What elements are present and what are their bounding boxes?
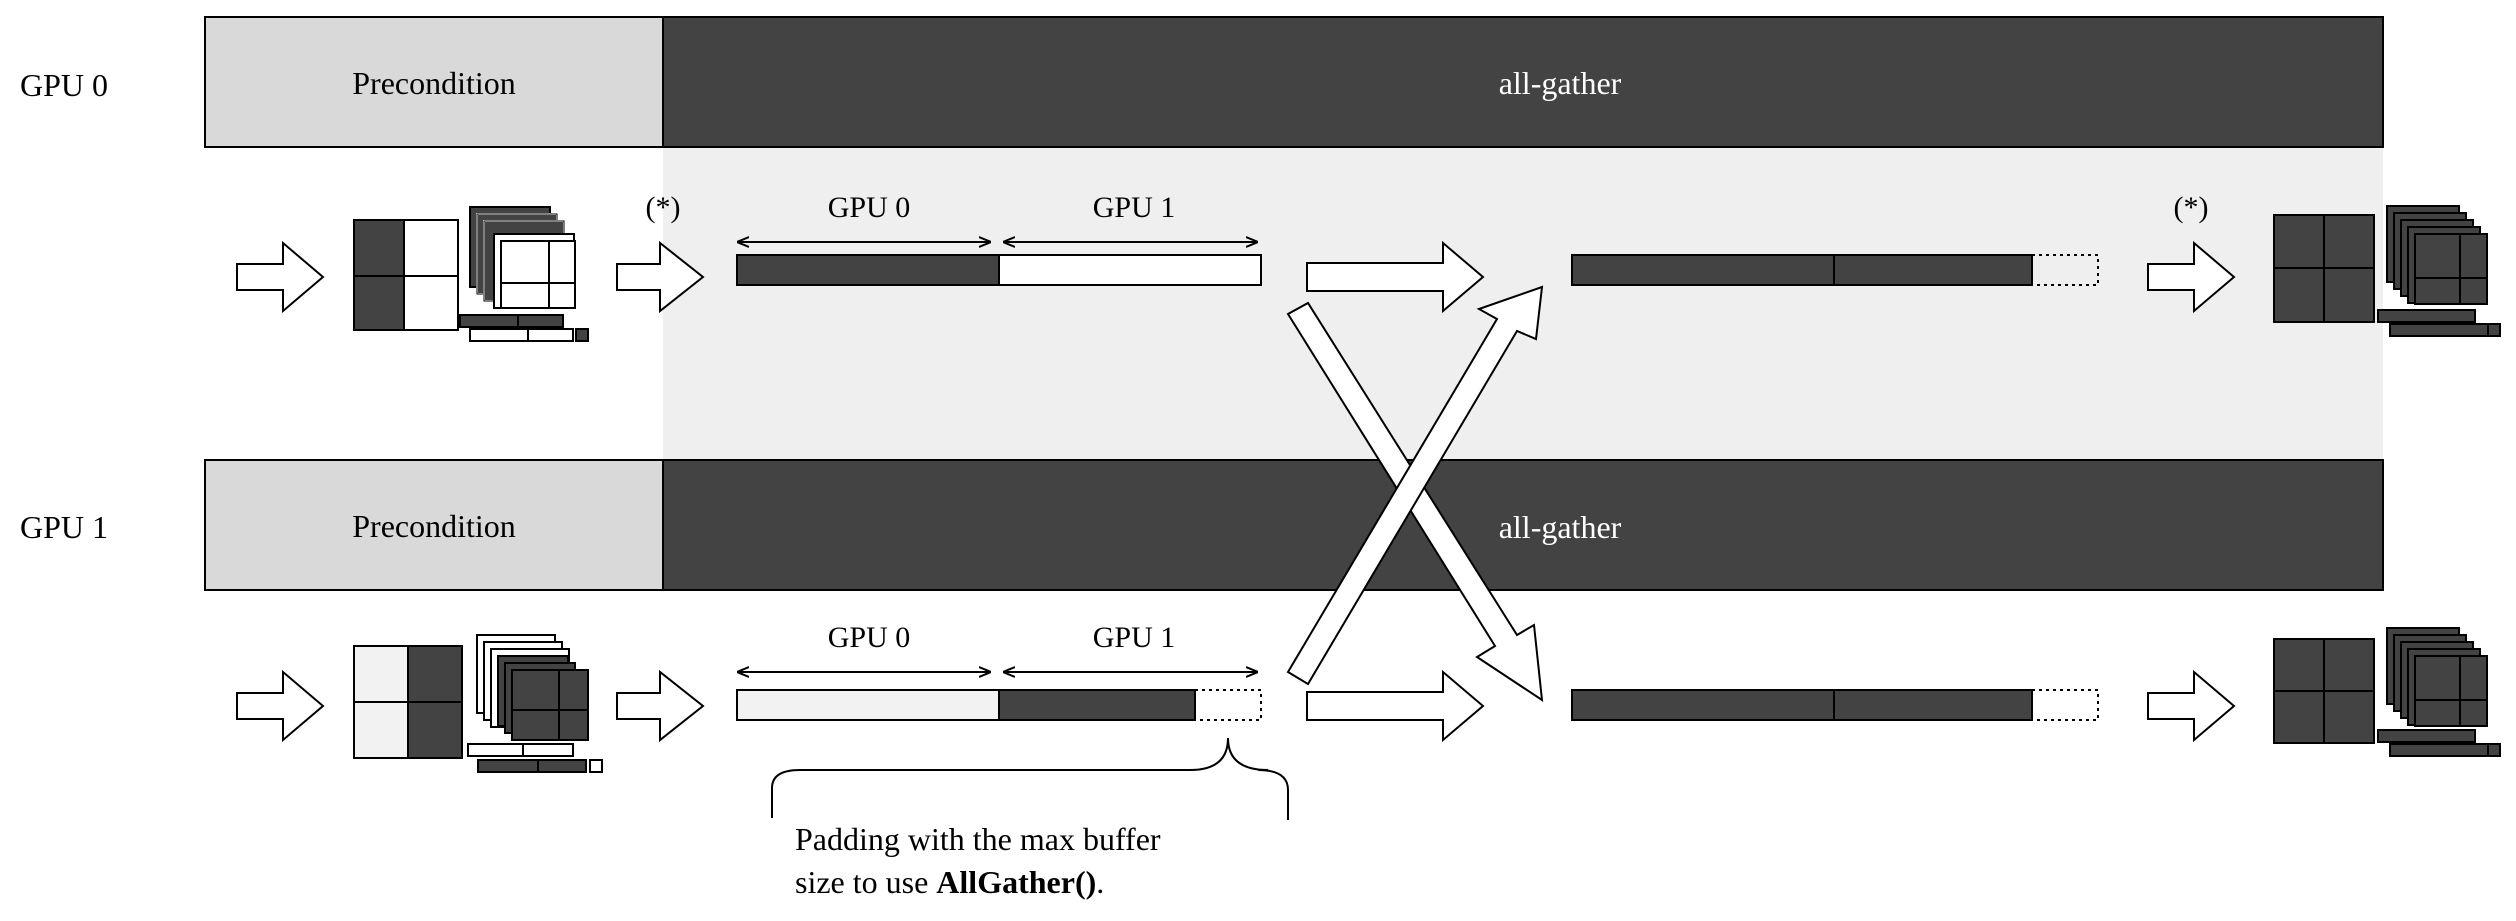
gpu0-straight-arrow: [1306, 240, 1485, 314]
gpu0-recv-seg0: [1571, 254, 1835, 286]
padding-note-line1: Padding with the max buffer: [795, 821, 1161, 857]
gpu1-output-matrix: [2273, 638, 2375, 744]
gpu1-recv-padding: [2031, 689, 2099, 721]
gpu1-seg1-label: GPU 1: [1093, 621, 1176, 654]
gpu0-output-matrix: [2273, 214, 2375, 323]
gpu0-output-matrix-stack: [2386, 205, 2488, 305]
gpu1-buffer-seg0: [736, 689, 1000, 721]
gpu0-precondition-label: Precondition: [352, 65, 516, 101]
gpu1-output-arrow: [2147, 669, 2236, 743]
padding-brace: [771, 737, 1289, 820]
gpu0-pre-buffer-arrow: [616, 240, 705, 314]
gpu0-star-after: (*): [2174, 191, 2209, 224]
gpu1-buffer-seg1: [998, 689, 1196, 721]
gpu0-recv-seg1: [1833, 254, 2033, 286]
gpu0-allgather-label: all-gather: [1499, 65, 1622, 101]
gpu0-seg0-label: GPU 0: [828, 191, 911, 224]
gpu1-vector-stack: [467, 743, 603, 773]
gpu1-output-vector-stack: [2377, 729, 2501, 757]
gpu0-matrix-stack: [469, 206, 576, 309]
gpu0-allgather-phase: [662, 16, 2384, 148]
gpu1-recv-seg1: [1833, 689, 2033, 721]
gpu0-label: GPU 0: [20, 67, 108, 103]
gpu0-matrix-group: [353, 219, 459, 331]
gpu0-recv-padding: [2031, 254, 2099, 286]
padding-note-suffix: .: [1096, 864, 1104, 900]
gpu1-precondition-phase: [204, 459, 664, 591]
gpu0-buffer-seg1: [998, 254, 1262, 286]
gpu1-label: GPU 1: [20, 509, 108, 545]
cross-arrow-gpu1-to-gpu0: [1286, 285, 1544, 686]
gpu1-matrix-stack: [476, 634, 589, 741]
gpu1-input-arrow: [236, 669, 325, 743]
gpu1-pre-buffer-arrow: [616, 669, 705, 743]
gpu0-input-arrow: [236, 240, 325, 314]
gpu1-matrix-group: [353, 645, 463, 759]
gpu1-recv-seg0: [1571, 689, 1835, 721]
gpu0-seg1-label: GPU 1: [1093, 191, 1176, 224]
gpu1-allgather-label: all-gather: [1499, 509, 1622, 545]
gpu0-vector-stack: [459, 314, 589, 342]
gpu0-star-before: (*): [646, 191, 681, 224]
gpu0-buffer-seg0: [736, 254, 1000, 286]
gpu0-precondition-phase: [204, 16, 664, 148]
padding-note-line2: size to use AllGather().: [795, 864, 1104, 900]
gpu1-buffer-padding: [1194, 689, 1262, 721]
gpu0-output-arrow: [2147, 240, 2236, 314]
gpu0-output-vector-stack: [2377, 309, 2501, 337]
padding-note-prefix: size to use: [795, 864, 936, 900]
gpu1-output-matrix-stack: [2386, 627, 2488, 727]
gpu1-precondition-label: Precondition: [352, 508, 516, 544]
gpu1-straight-arrow: [1306, 669, 1485, 743]
padding-note-function: AllGather(): [936, 864, 1096, 900]
gpu1-seg0-label: GPU 0: [828, 621, 911, 654]
gpu1-allgather-phase: [662, 459, 2384, 591]
